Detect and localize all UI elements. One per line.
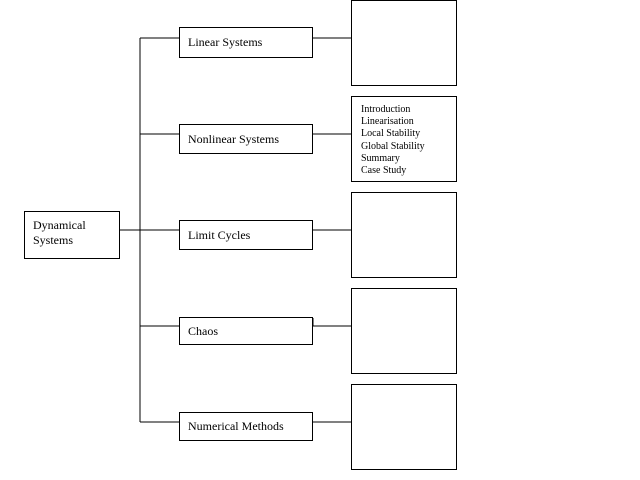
detail-item: Case Study <box>361 165 407 177</box>
topic-label: Limit Cycles <box>188 227 251 242</box>
topic-node-limit-cycles: Limit Cycles <box>179 220 313 250</box>
topic-label: Numerical Methods <box>188 419 284 433</box>
topic-node-numerical-methods: Numerical Methods <box>179 412 313 441</box>
topic-node-chaos: Chaos <box>179 317 313 345</box>
root-node: Dynamical Systems <box>24 211 120 259</box>
topic-label: Nonlinear Systems <box>188 131 279 146</box>
topic-node-nonlinear-systems: Nonlinear Systems <box>179 124 313 154</box>
detail-item: Global Stability <box>361 140 425 152</box>
detail-box-limit-cycles <box>351 192 457 278</box>
detail-item: Summary <box>361 152 400 164</box>
detail-box-nonlinear-systems: Introduction Linearisation Local Stabili… <box>351 96 457 182</box>
topic-label: Linear Systems <box>188 35 263 49</box>
detail-box-chaos <box>351 288 457 374</box>
topic-node-linear-systems: Linear Systems <box>179 27 313 58</box>
topic-label: Chaos <box>188 323 218 338</box>
detail-box-linear-systems <box>351 0 457 86</box>
detail-item: Local Stability <box>361 128 421 140</box>
detail-box-numerical-methods <box>351 384 457 470</box>
detail-item: Introduction <box>361 104 411 115</box>
detail-item: Linearisation <box>361 116 414 128</box>
root-node-label: Dynamical Systems <box>33 218 86 247</box>
